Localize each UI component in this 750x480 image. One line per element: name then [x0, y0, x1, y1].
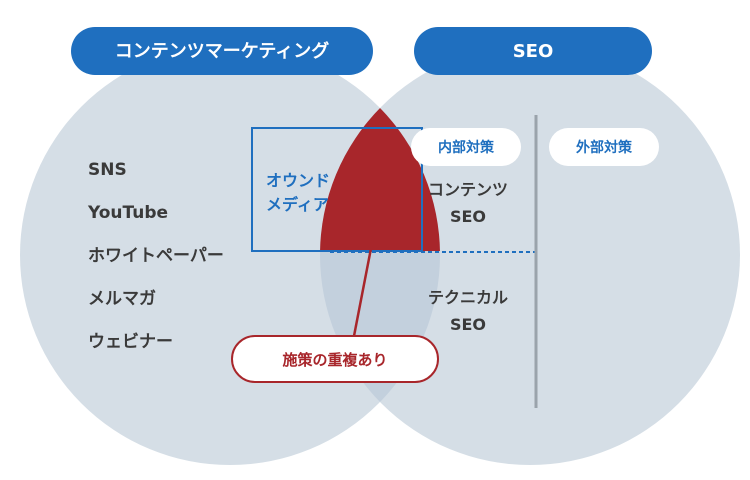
callout-connector: [352, 237, 375, 337]
left-item-sns: SNS: [88, 160, 127, 180]
left-item-whitepaper: ホワイトペーパー: [88, 246, 224, 266]
content-seo-line1: コンテンツ: [428, 180, 508, 199]
overlap-callout-pill: [231, 335, 439, 383]
seo-header: SEO: [513, 41, 554, 62]
content-seo-line2: SEO: [450, 207, 486, 226]
overlap-callout: 施策の重複あり: [282, 351, 387, 369]
content-marketing-header: コンテンツマーケティング: [115, 40, 330, 62]
left-item-youtube: YouTube: [87, 203, 168, 223]
owned-media-label-line1: オウンド: [266, 171, 330, 190]
left-item-webinar: ウェビナー: [88, 332, 173, 352]
external-measures-tag: 外部対策: [576, 139, 633, 156]
content-marketing-header-pill: [71, 27, 373, 75]
technical-seo-line2: SEO: [450, 315, 486, 334]
internal-measures-tag: 内部対策: [438, 139, 495, 156]
technical-seo-line1: テクニカル: [428, 288, 508, 307]
owned-media-label-line2: メディア: [266, 195, 329, 214]
left-item-mailmagazine: メルマガ: [88, 289, 156, 309]
seo-header-pill: [414, 27, 652, 75]
internal-measures-tag-pill: [411, 128, 521, 166]
external-measures-tag-pill: [549, 128, 659, 166]
